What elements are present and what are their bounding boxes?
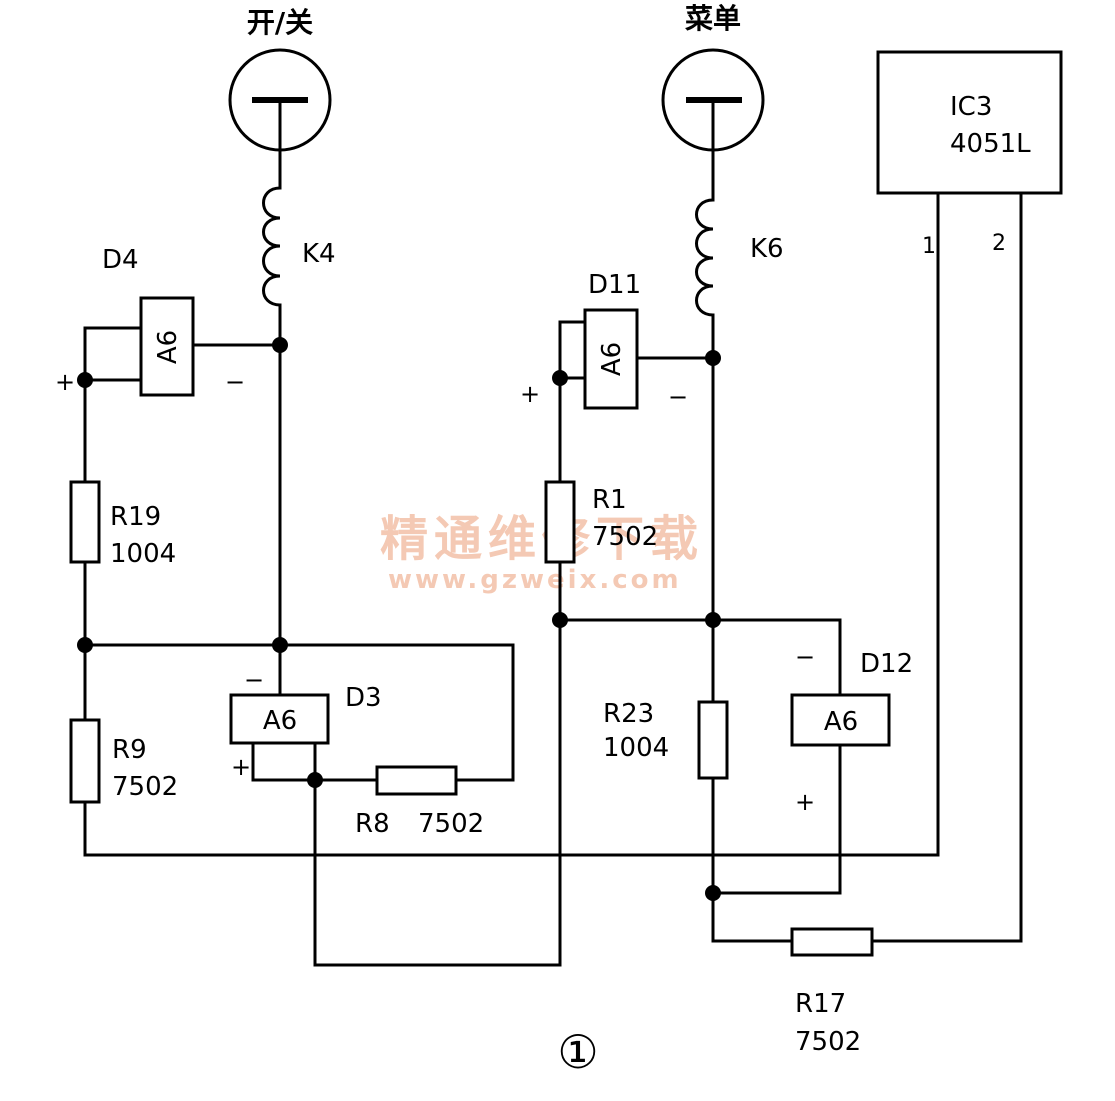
- r23-ref: R23: [603, 699, 654, 729]
- resistor-r8: R8 7502: [355, 765, 484, 839]
- wire: [870, 191, 1023, 943]
- inductor-coil: [262, 186, 282, 307]
- power-switch: 开/关: [228, 6, 332, 152]
- junctions: [77, 337, 721, 901]
- resistor-body: [69, 718, 101, 804]
- ic3-body: [876, 50, 1063, 195]
- diode-body: [583, 308, 639, 410]
- wire: [558, 320, 587, 380]
- d4-ref: D4: [102, 245, 139, 275]
- junction-dot: [705, 885, 721, 901]
- inductor-k6: K6: [695, 198, 784, 317]
- r17-ref: R17: [795, 989, 846, 1019]
- r1-value: 7502: [592, 522, 658, 552]
- junction-dot: [552, 370, 568, 386]
- wire: [83, 643, 515, 782]
- diode-d3: A6 D3 + −: [229, 666, 382, 781]
- watermark-title: 精通维修下载: [380, 511, 704, 567]
- ic3-part: 4051L: [950, 129, 1031, 159]
- diode-body: [229, 693, 330, 745]
- d4-part: A6: [153, 330, 183, 364]
- diode-body: [790, 693, 891, 747]
- inductor-coil: [695, 198, 715, 317]
- resistor-body: [790, 927, 874, 957]
- diode-d11: A6 D11 + −: [520, 270, 688, 411]
- resistor-r9: R9 7502: [69, 718, 178, 804]
- power-switch-label: 开/关: [247, 6, 313, 39]
- d12-ref: D12: [860, 649, 913, 679]
- resistor-body: [375, 765, 458, 796]
- r8-ref: R8: [355, 809, 390, 839]
- r9-value: 7502: [112, 772, 178, 802]
- inductor-k4: K4: [262, 186, 336, 307]
- resistor-body: [544, 480, 576, 564]
- r1-ref: R1: [592, 485, 627, 515]
- d12-minus: −: [795, 643, 815, 671]
- resistor-body: [697, 700, 729, 780]
- d11-ref: D11: [588, 270, 641, 300]
- resistor-r17: R17 7502: [790, 927, 874, 1057]
- resistor-r19: R19 1004: [69, 480, 176, 569]
- diode-d4: A6 D4 + −: [55, 245, 245, 397]
- junction-dot: [307, 772, 323, 788]
- ic3: IC3 4051L 1 2: [876, 50, 1063, 259]
- d12-part: A6: [824, 707, 858, 737]
- d11-part: A6: [597, 342, 627, 376]
- figure-number: ①: [557, 1025, 598, 1079]
- resistor-r1: R1 7502: [544, 480, 658, 564]
- wire: [313, 618, 562, 967]
- ic3-pin1-label: 1: [922, 234, 936, 259]
- k4-label: K4: [302, 239, 336, 269]
- menu-switch-label: 菜单: [685, 2, 741, 35]
- r17-value: 7502: [795, 1027, 861, 1057]
- wire: [711, 743, 842, 895]
- d12-plus: +: [795, 788, 815, 816]
- watermark-url: www.gzweix.com: [388, 565, 682, 595]
- d4-plus: +: [55, 368, 75, 396]
- junction-dot: [705, 612, 721, 628]
- wire: [711, 891, 794, 943]
- wire: [83, 326, 143, 382]
- watermark: 精通维修下载 www.gzweix.com: [380, 511, 704, 595]
- ic3-name: IC3: [950, 92, 992, 122]
- junction-dot: [272, 337, 288, 353]
- junction-dot: [77, 637, 93, 653]
- menu-switch: 菜单: [661, 2, 765, 152]
- r9-ref: R9: [112, 735, 147, 765]
- resistor-body: [69, 480, 101, 564]
- diode-body: [139, 296, 195, 397]
- ic3-pin2-label: 2: [992, 231, 1006, 256]
- junction-dot: [552, 612, 568, 628]
- r8-value: 7502: [418, 809, 484, 839]
- d11-minus: −: [668, 383, 688, 411]
- junction-dot: [272, 637, 288, 653]
- r23-value: 1004: [603, 733, 669, 763]
- wire: [251, 741, 379, 782]
- d3-plus: +: [231, 753, 251, 781]
- d3-minus: −: [244, 666, 264, 694]
- wires: [83, 98, 1023, 967]
- r19-value: 1004: [110, 539, 176, 569]
- d11-plus: +: [520, 380, 540, 408]
- diode-d12: A6 D12 + −: [790, 643, 913, 816]
- d4-minus: −: [225, 368, 245, 396]
- d3-part: A6: [263, 706, 297, 736]
- d3-ref: D3: [345, 683, 382, 713]
- junction-dot: [77, 372, 93, 388]
- resistor-r23: R23 1004: [603, 699, 729, 780]
- junction-dot: [705, 350, 721, 366]
- r19-ref: R19: [110, 502, 161, 532]
- k6-label: K6: [750, 234, 784, 264]
- wire: [558, 618, 842, 697]
